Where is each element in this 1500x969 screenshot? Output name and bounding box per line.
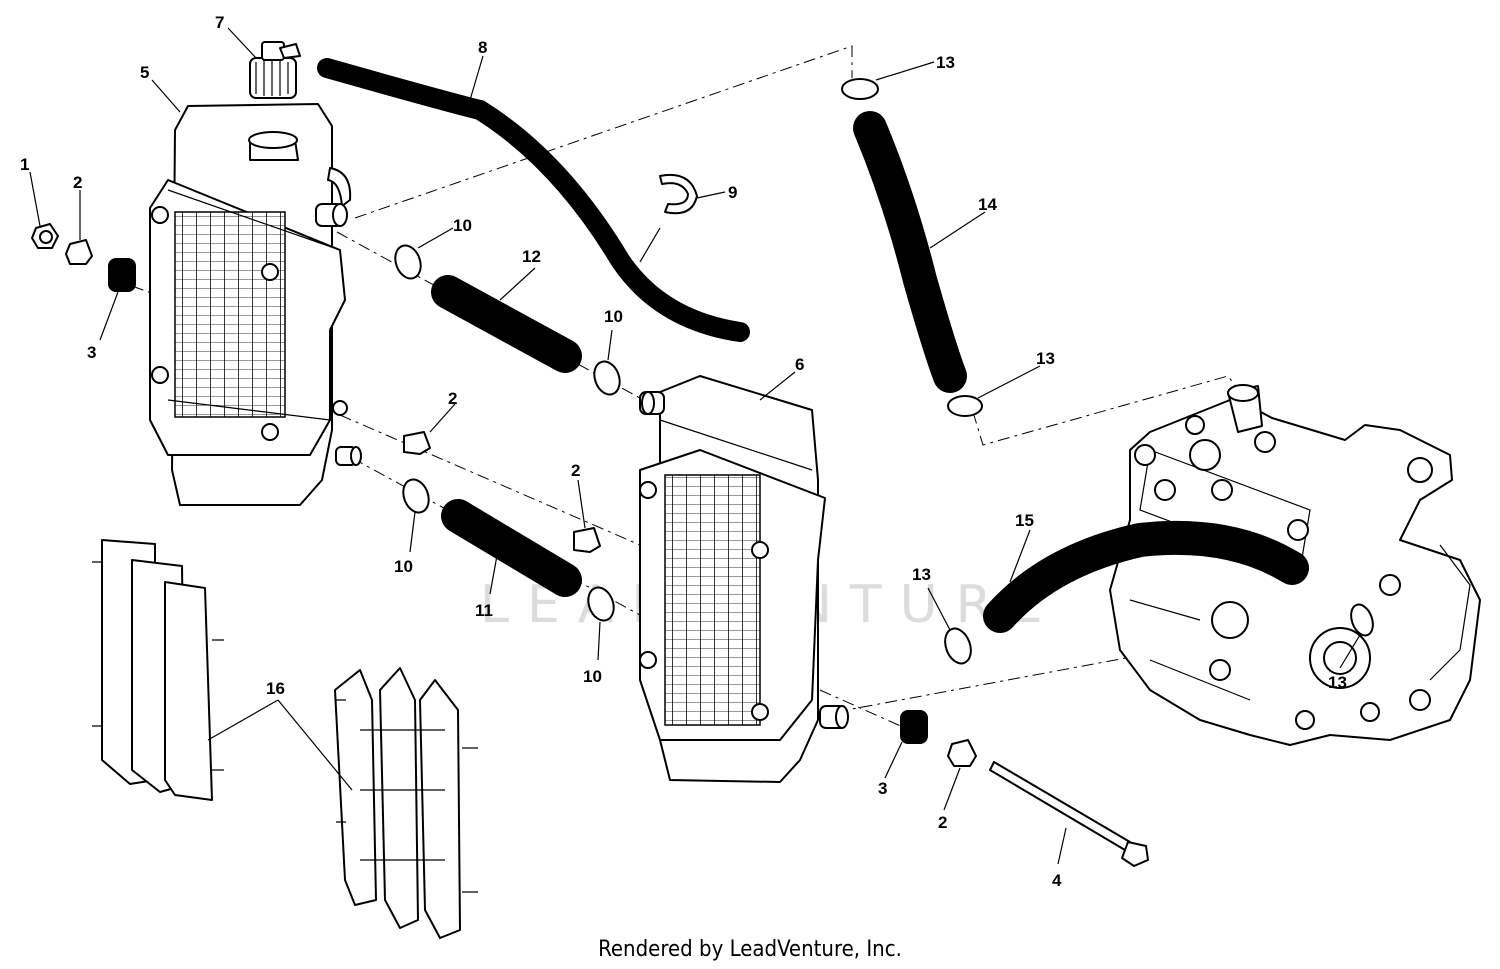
callout-2-lower: 2 xyxy=(938,813,947,832)
radiator-guards xyxy=(92,539,478,939)
callout-10-lower-left: 10 xyxy=(394,557,413,576)
callout-9: 9 xyxy=(728,183,737,202)
callout-2-mid: 2 xyxy=(448,389,457,408)
callout-1: 1 xyxy=(20,155,29,174)
leader-lines xyxy=(29,27,1361,865)
callout-5: 5 xyxy=(140,63,149,82)
callout-3: 3 xyxy=(87,343,96,362)
credit-text: Rendered by LeadVenture, Inc. xyxy=(598,937,902,962)
radiator-cap xyxy=(249,41,301,99)
hoses xyxy=(317,58,1309,633)
callout-10-lower-right: 10 xyxy=(583,667,602,686)
callout-12: 12 xyxy=(522,247,541,266)
callout-labels: 1 2 3 5 7 8 9 10 12 10 6 13 14 13 2 2 10… xyxy=(20,13,1347,890)
callout-7: 7 xyxy=(215,13,224,32)
callout-8: 8 xyxy=(478,38,487,57)
right-radiator xyxy=(639,375,849,783)
callout-10-upper-right: 10 xyxy=(604,307,623,326)
mounting-hardware xyxy=(31,223,1149,867)
callout-11: 11 xyxy=(475,601,493,620)
callout-13-engine: 13 xyxy=(1328,673,1347,692)
callout-14: 14 xyxy=(978,195,997,214)
callout-3-lower: 3 xyxy=(878,779,887,798)
callout-13-mid: 13 xyxy=(1036,349,1055,368)
callout-13-lower: 13 xyxy=(912,565,931,584)
callout-10-upper-left: 10 xyxy=(453,216,472,235)
callout-16: 16 xyxy=(266,679,285,698)
callout-4: 4 xyxy=(1052,871,1062,890)
hose-clamps xyxy=(394,78,1374,665)
callout-15: 15 xyxy=(1015,511,1034,530)
callout-2-right: 2 xyxy=(571,461,580,480)
left-radiator xyxy=(149,103,362,506)
callout-2: 2 xyxy=(73,173,82,192)
callout-6: 6 xyxy=(795,355,804,374)
callout-13-top: 13 xyxy=(936,53,955,72)
